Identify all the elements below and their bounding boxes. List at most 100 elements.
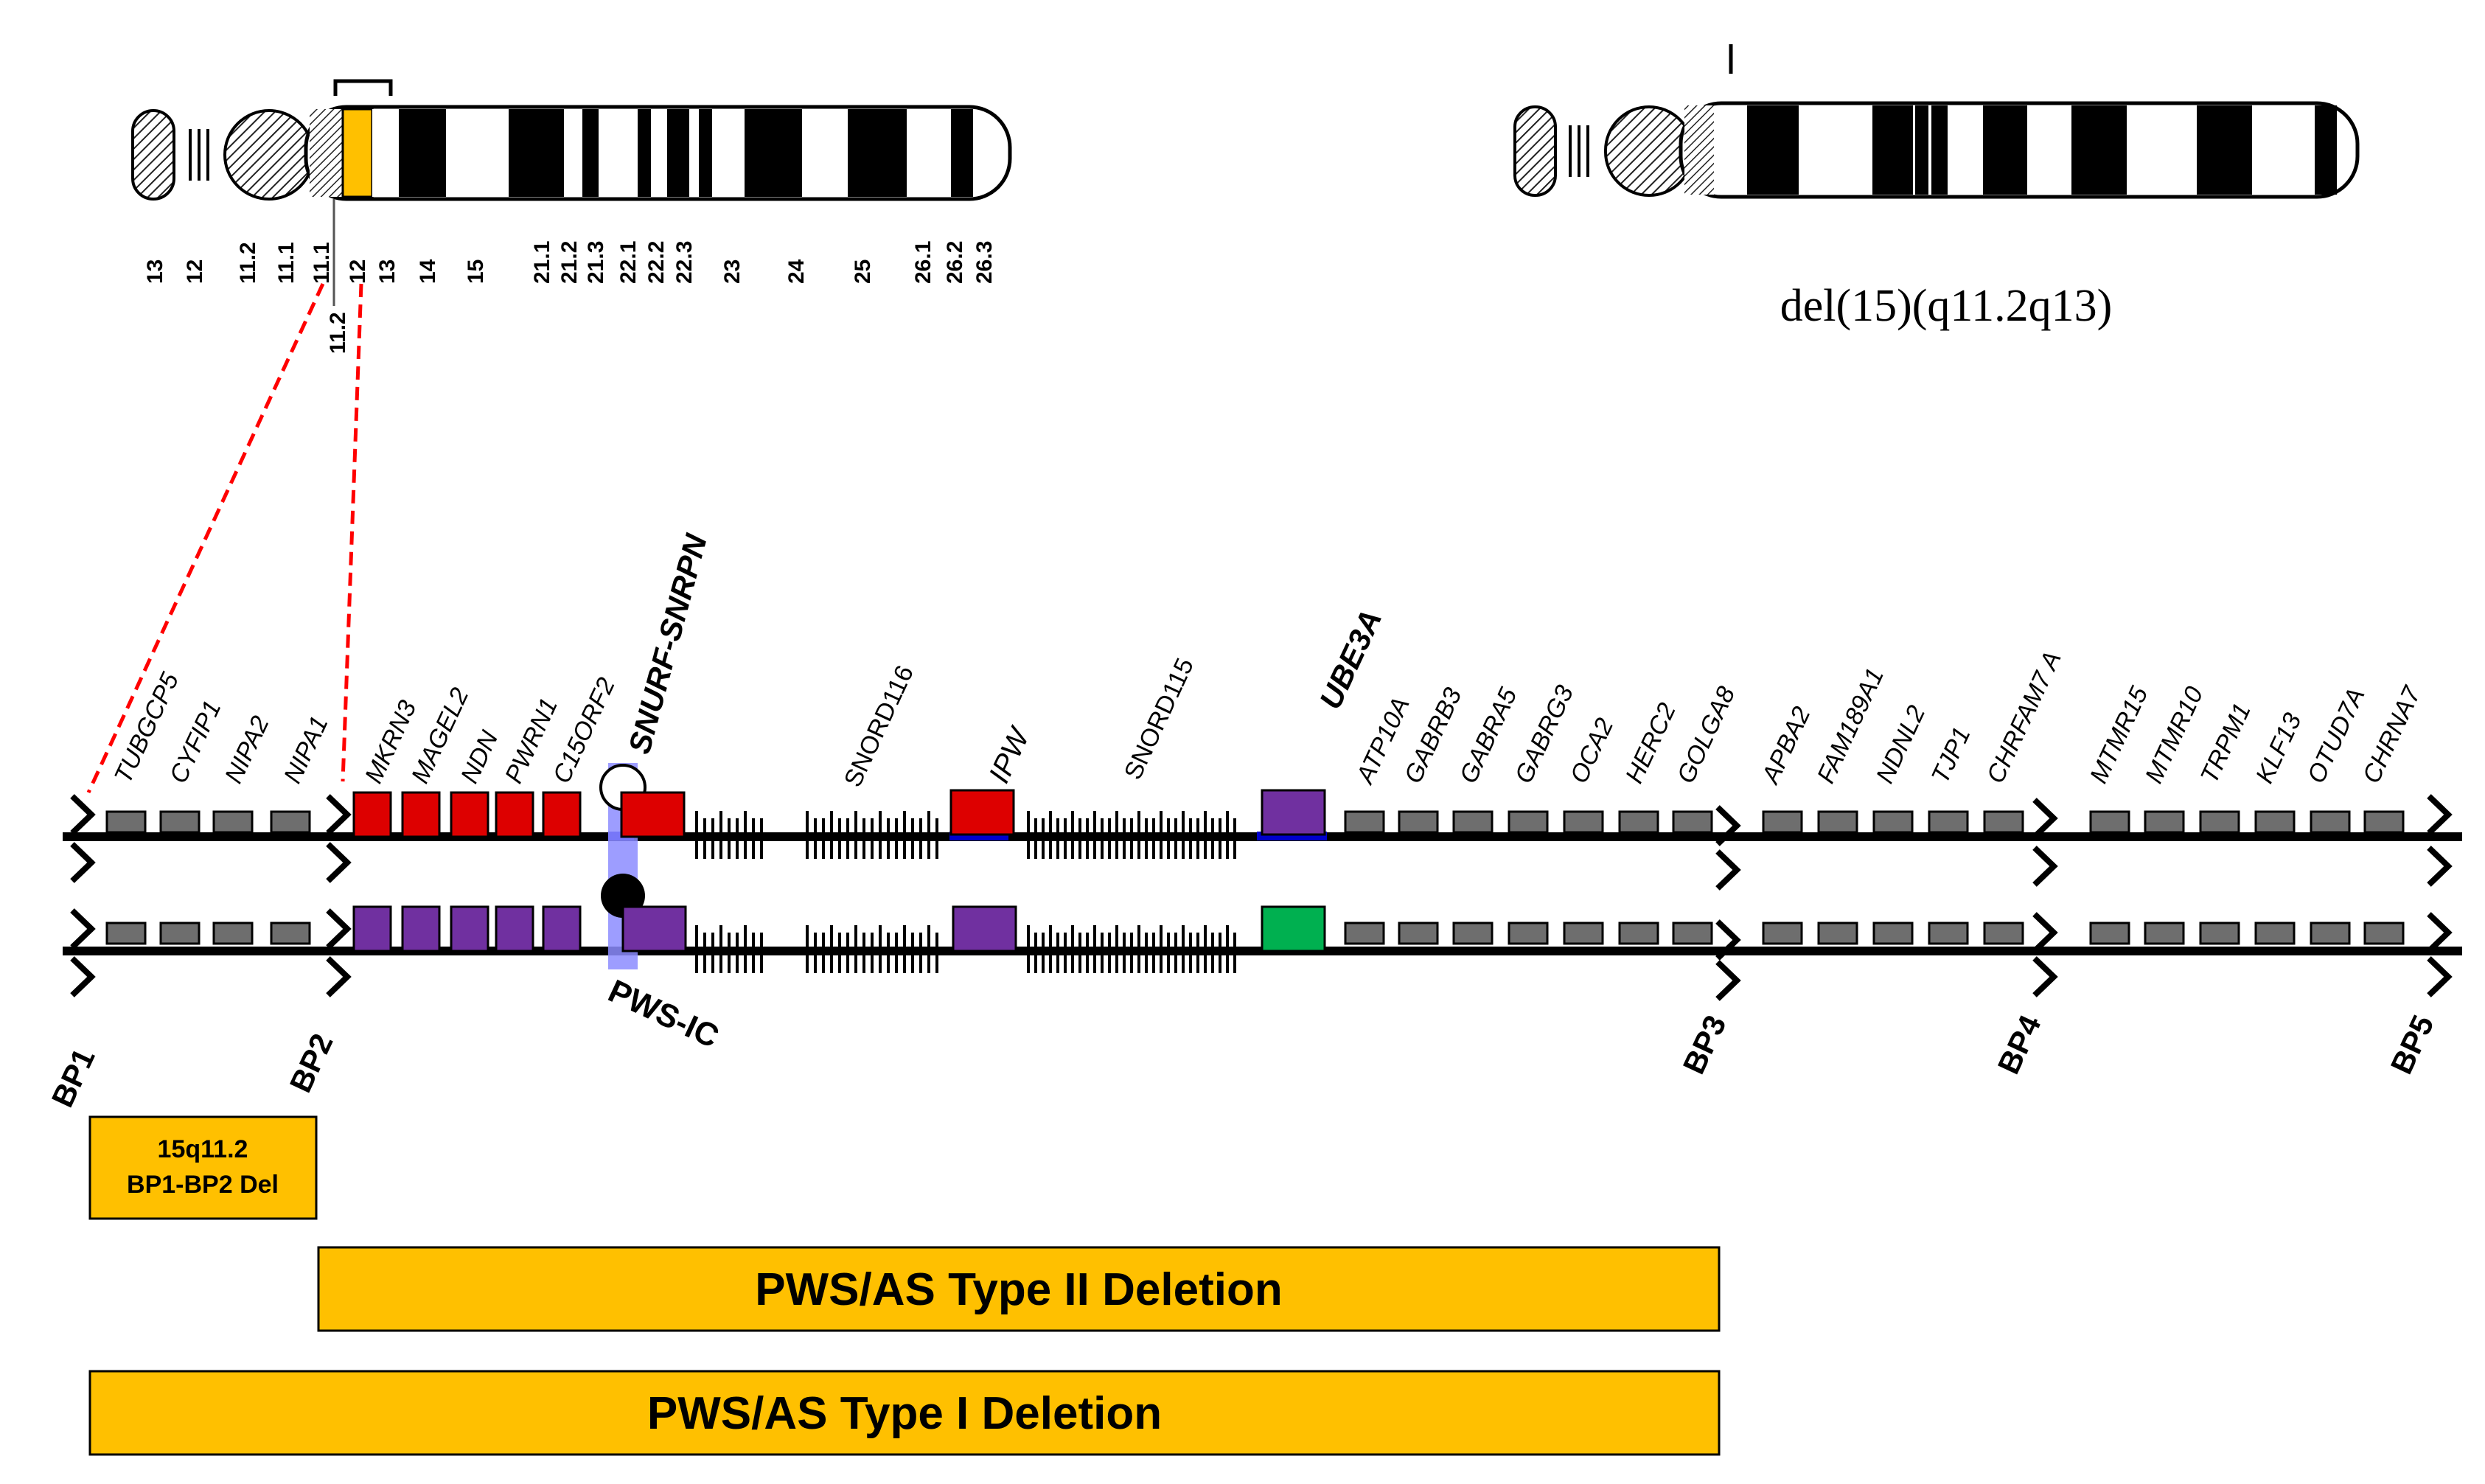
band-label: 23 bbox=[720, 259, 745, 284]
long-arm bbox=[304, 105, 1012, 201]
gene-box bbox=[105, 922, 147, 945]
band-label: 11.1 bbox=[310, 242, 334, 284]
gene-box bbox=[1872, 922, 1914, 945]
band-label: 25 bbox=[851, 259, 875, 284]
band-label: 11.2 bbox=[236, 242, 260, 284]
breakpoint-label-bp1: BP1 bbox=[45, 1043, 102, 1112]
gene-box bbox=[2089, 810, 2130, 834]
band-label: 11.1 bbox=[274, 242, 299, 284]
gene-box bbox=[1983, 810, 2024, 834]
band-label: 22.2 bbox=[644, 241, 669, 284]
zoom-line-left bbox=[86, 282, 325, 794]
gene-box-maternal bbox=[352, 905, 392, 952]
gene-box bbox=[1398, 922, 1439, 945]
band-label: 12 bbox=[346, 259, 370, 284]
band-label: 14 bbox=[416, 259, 440, 284]
band-labels: 13 12 11.2 11.1 11.1 11.2 12 13 14 15 21… bbox=[143, 241, 997, 354]
band-label: 11.2 bbox=[326, 312, 350, 354]
gene-box bbox=[2199, 922, 2240, 945]
gene-label-klf13: KLF13 bbox=[2251, 708, 2307, 787]
band-label: 26.1 bbox=[911, 241, 935, 284]
gene-box-ube3a-paternal bbox=[1261, 789, 1326, 836]
type2-deletion-label: PWS/AS Type II Deletion bbox=[755, 1264, 1282, 1315]
gene-box-paternal bbox=[401, 791, 441, 838]
gene-box bbox=[2199, 810, 2240, 834]
band-label: 21.1 bbox=[530, 241, 554, 284]
gene-box bbox=[1983, 922, 2024, 945]
gene-label-cyfip1: CYFIP1 bbox=[164, 696, 227, 787]
gene-box-maternal bbox=[495, 905, 534, 952]
type1-deletion-bar: PWS/AS Type I Deletion bbox=[88, 1370, 1721, 1456]
band-label: 24 bbox=[784, 259, 809, 284]
gene-label-ube3a: UBE3A bbox=[1313, 605, 1389, 714]
gene-box bbox=[1817, 922, 1858, 945]
gene-label-chrfam7a: CHRFAM7 A bbox=[1982, 647, 2067, 788]
gene-box bbox=[2363, 810, 2405, 834]
deletion-karyotype: del(15)(q11.2q13) bbox=[1780, 281, 2113, 331]
band-label: 12 bbox=[183, 259, 207, 284]
band-label: 15 bbox=[464, 259, 488, 284]
gene-box-maternal bbox=[401, 905, 441, 952]
gene-box-maternal bbox=[450, 905, 489, 952]
gene-box bbox=[159, 922, 201, 945]
chromosome-ideogram-normal bbox=[131, 79, 1012, 306]
deleted-region-band bbox=[341, 108, 374, 198]
gene-box bbox=[2254, 810, 2296, 834]
type1-deletion-label: PWS/AS Type I Deletion bbox=[647, 1388, 1162, 1439]
breakpoint-markers bbox=[70, 794, 2453, 1001]
gene-box bbox=[1508, 922, 1549, 945]
gene-box-maternal bbox=[542, 905, 582, 952]
gene-box-snurf-paternal bbox=[620, 791, 686, 838]
band-label: 21.2 bbox=[557, 241, 582, 284]
gene-box bbox=[1563, 922, 1604, 945]
bp1-bp2-label-line1: 15q11.2 bbox=[158, 1135, 248, 1163]
band-label: 22.3 bbox=[672, 241, 697, 284]
gene-box bbox=[2254, 922, 2296, 945]
band-label: 13 bbox=[375, 259, 400, 284]
band-label: 21.3 bbox=[584, 241, 608, 284]
band-label: 26.3 bbox=[972, 241, 997, 284]
band-label: 22.1 bbox=[616, 241, 641, 284]
breakpoint-label-bp4: BP4 bbox=[1991, 1009, 2048, 1079]
gene-box bbox=[1618, 922, 1659, 945]
gene-label-ipw: IPW bbox=[983, 722, 1036, 788]
breakpoint-labels: BP1 BP2 BP3 BP4 BP5 bbox=[45, 1009, 2441, 1112]
gene-box-paternal bbox=[495, 791, 534, 838]
breakpoint-label-bp5: BP5 bbox=[2384, 1010, 2441, 1079]
gene-box bbox=[1344, 922, 1385, 945]
gene-label-trpm1: TRPM1 bbox=[2195, 699, 2256, 787]
gene-box bbox=[1672, 810, 1713, 834]
chromosome-ideogram-deleted bbox=[1513, 44, 2360, 199]
gene-box-ipw-maternal bbox=[952, 905, 1017, 952]
gene-box bbox=[1817, 810, 1858, 834]
gene-box bbox=[1508, 810, 1549, 834]
gene-boxes bbox=[105, 789, 2405, 952]
gene-box bbox=[1344, 810, 1385, 834]
gene-box bbox=[2310, 810, 2351, 834]
gene-label-oca2: OCA2 bbox=[1565, 714, 1620, 787]
zoom-line-right bbox=[341, 283, 363, 782]
gene-box bbox=[1672, 922, 1713, 945]
gene-label-nipa1: NIPA1 bbox=[279, 712, 334, 788]
type2-deletion-bar: PWS/AS Type II Deletion bbox=[317, 1246, 1721, 1332]
centromere-region bbox=[223, 109, 315, 201]
gene-box bbox=[1762, 810, 1803, 834]
gene-box bbox=[1452, 922, 1494, 945]
gene-box-paternal bbox=[352, 791, 392, 838]
gene-labels: TUBGCP5 CYFIP1 NIPA2 NIPA1 MKRN3 MAGEL2 … bbox=[109, 529, 2427, 791]
gene-box bbox=[1762, 922, 1803, 945]
gene-box bbox=[1563, 810, 1604, 834]
gene-box bbox=[270, 810, 311, 834]
gene-label-golga8: GOLGA8 bbox=[1672, 683, 1741, 788]
gene-box bbox=[1928, 810, 1969, 834]
gene-box bbox=[212, 810, 254, 834]
band-label: 13 bbox=[143, 259, 167, 284]
bp1-bp2-deletion-box: 15q11.2 BP1-BP2 Del bbox=[88, 1115, 318, 1220]
band-label: 26.2 bbox=[943, 241, 967, 284]
gene-label-nipa2: NIPA2 bbox=[220, 711, 275, 787]
gene-box bbox=[1872, 810, 1914, 834]
gene-box bbox=[1398, 810, 1439, 834]
gene-label-tjp1: TJP1 bbox=[1926, 722, 1976, 787]
gene-box bbox=[1452, 810, 1494, 834]
